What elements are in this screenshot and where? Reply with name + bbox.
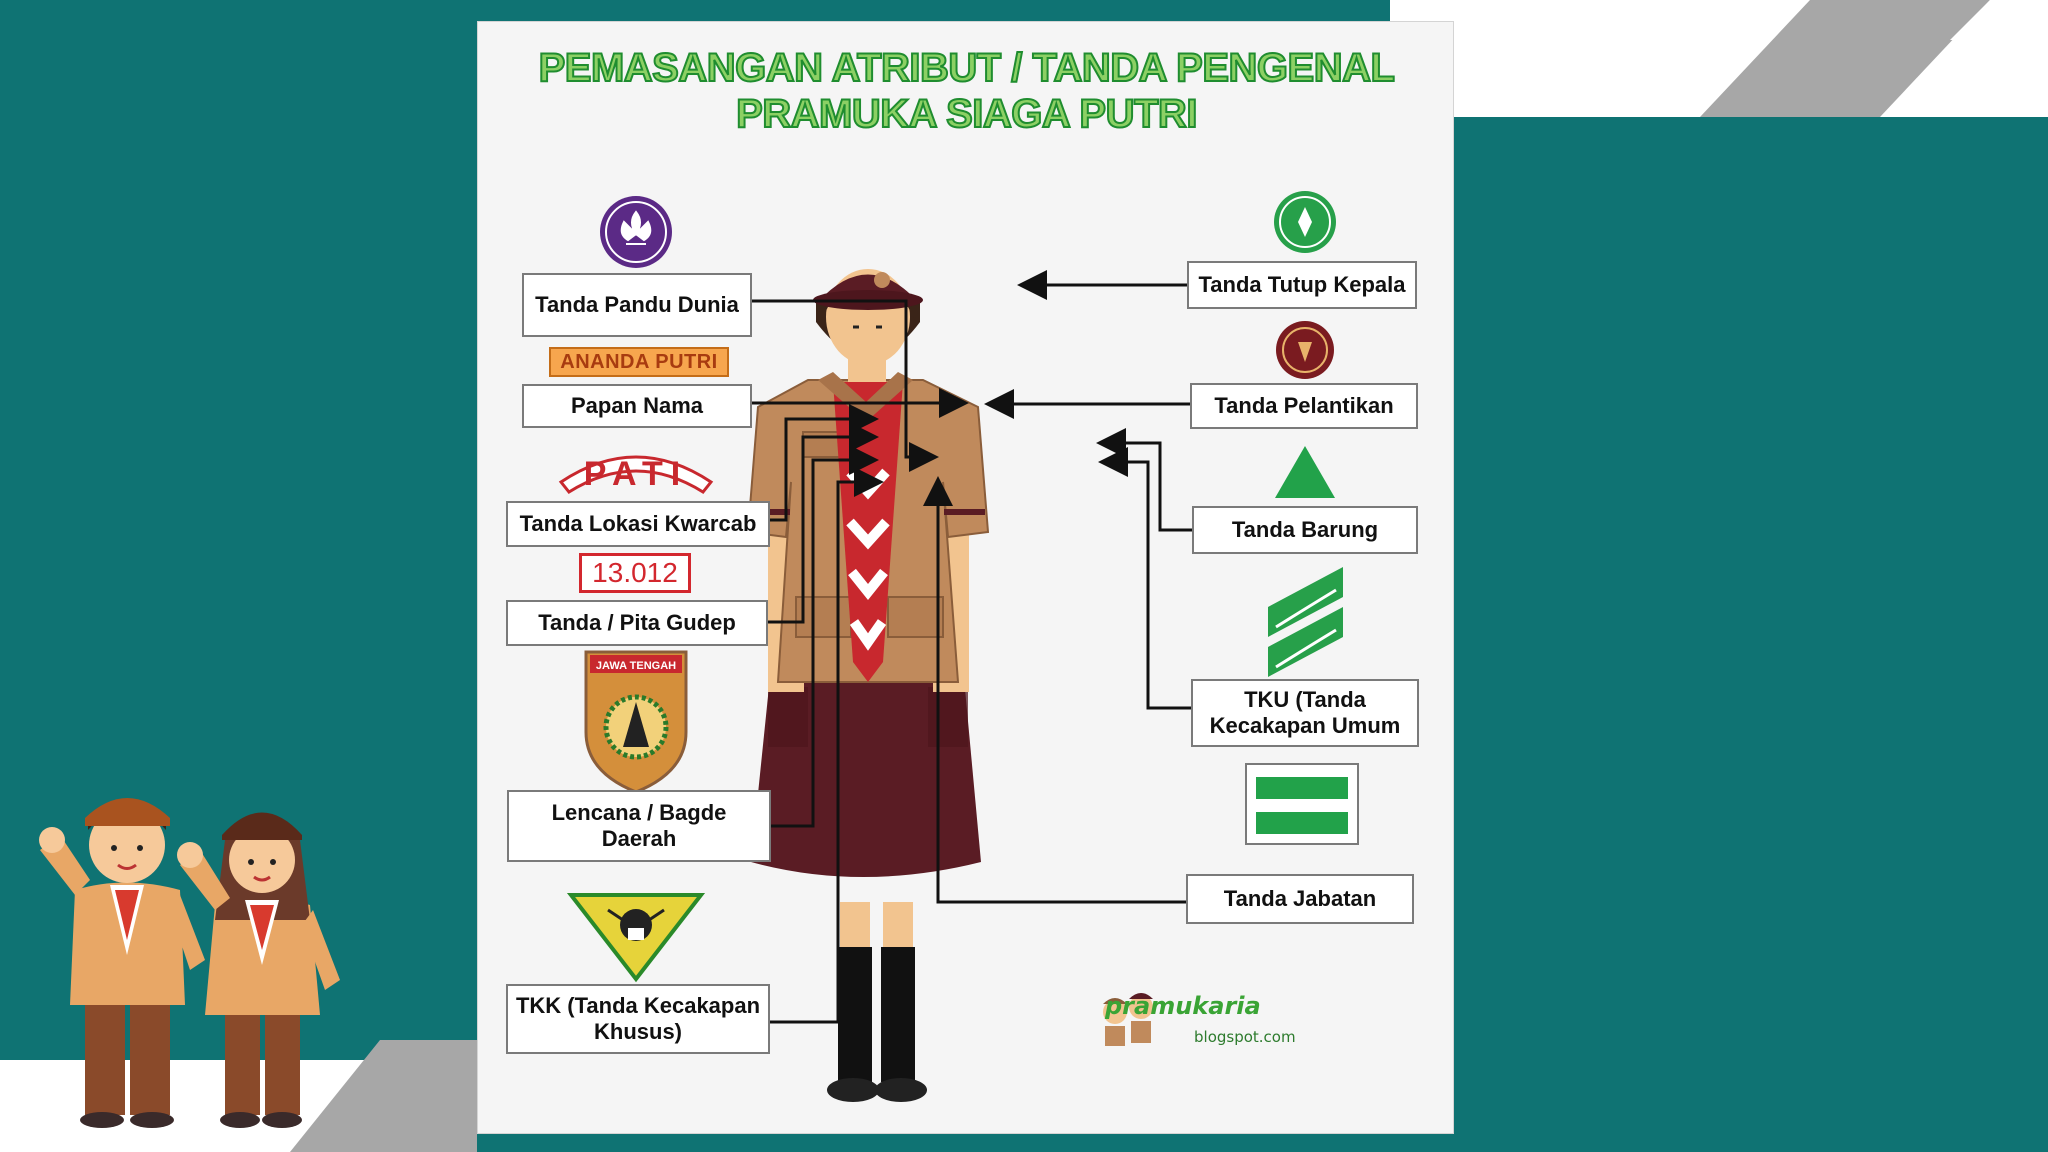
label-tanda-pelantikan: Tanda Pelantikan <box>1190 383 1418 429</box>
watermark-brand: pramukaria <box>1105 992 1261 1020</box>
inauguration-badge-icon <box>1276 321 1334 379</box>
scout-kids-illustration <box>39 798 340 1128</box>
barung-triangle-icon <box>1275 446 1335 498</box>
regional-shield-badge-icon: JAWA TENGAH <box>584 650 688 794</box>
label-tkk: TKK (Tanda Kecakapan Khusus) <box>506 984 770 1054</box>
bottom-left-gray-stripe <box>290 1040 477 1152</box>
poster-title-line-1: PEMASANGAN ATRIBUT / TANDA PENGENAL <box>538 45 1396 91</box>
gudep-number-badge: 13.012 <box>579 553 691 593</box>
headwear-badge-icon <box>1274 191 1336 253</box>
scout-boy-figure <box>39 798 205 1128</box>
label-tanda-pita-gudep: Tanda / Pita Gudep <box>506 600 768 646</box>
world-scout-emblem-icon <box>600 196 672 268</box>
label-lencana-bagde-daerah: Lencana / Bagde Daerah <box>507 790 771 862</box>
location-badge-text: PATI <box>584 455 688 493</box>
location-arc-badge-icon: PATI <box>558 455 714 494</box>
label-tanda-barung: Tanda Barung <box>1192 506 1418 554</box>
tkk-triangle-badge-icon <box>566 893 706 983</box>
diagram-graphics: PATI JAWA TENGAH <box>558 191 1359 1102</box>
label-tanda-lokasi-kwarcab: Tanda Lokasi Kwarcab <box>506 501 770 547</box>
tku-ribbon-icon <box>1268 567 1343 677</box>
right-shoe <box>875 1078 927 1102</box>
name-tag-badge: ANANDA PUTRI <box>549 347 729 377</box>
position-badge-icon <box>1245 763 1359 845</box>
label-tanda-jabatan: Tanda Jabatan <box>1186 874 1414 924</box>
watermark-url: blogspot.com <box>1194 1028 1296 1046</box>
left-shoe <box>827 1078 879 1102</box>
top-right-gray-stripe <box>1700 0 1990 117</box>
label-tanda-tutup-kepala: Tanda Tutup Kepala <box>1187 261 1417 309</box>
scout-girl-figure <box>177 812 340 1128</box>
label-tku: TKU (Tanda Kecakapan Umum <box>1191 679 1419 747</box>
scout-girl-uniform-figure <box>746 269 990 1102</box>
label-papan-nama: Papan Nama <box>522 384 752 428</box>
pramukaria-logo-icon <box>1103 993 1153 1046</box>
label-tanda-pandu-dunia: Tanda Pandu Dunia <box>522 273 752 337</box>
right-sock <box>881 947 915 1082</box>
left-sock <box>838 947 872 1082</box>
connector-lines <box>751 270 1192 1024</box>
poster-title-line-2: PRAMUKA SIAGA PUTRI <box>735 91 1198 137</box>
regional-badge-text: JAWA TENGAH <box>596 660 676 672</box>
uniform-attributes-poster: PEMASANGAN ATRIBUT / TANDA PENGENAL PRAM… <box>477 21 1454 1134</box>
